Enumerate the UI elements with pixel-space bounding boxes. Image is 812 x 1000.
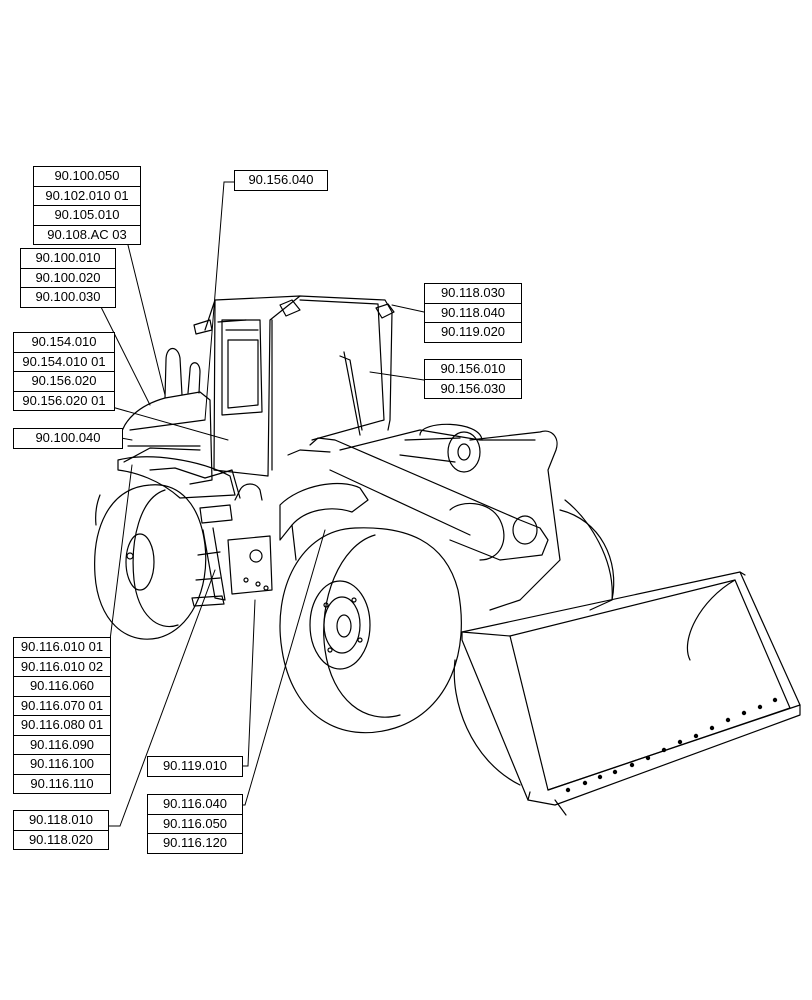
callout-box-steps: 90.118.010 90.118.020 (13, 810, 109, 850)
ref-code[interactable]: 90.100.030 (35, 289, 101, 304)
ref-code[interactable]: 90.156.020 (14, 372, 114, 392)
callout-box-cab-lights: 90.118.030 90.118.040 90.119.020 (424, 283, 522, 343)
bucket (461, 571, 801, 816)
ref-code[interactable]: 90.100.010 (21, 249, 115, 269)
ref-code[interactable]: 90.116.050 (148, 815, 242, 834)
ref-code[interactable]: 90.156.010 (425, 360, 521, 380)
ref-code[interactable]: 90.100.020 (21, 269, 115, 288)
loader-arms (309, 423, 613, 611)
callout-box-cab-glass: 90.156.010 90.156.030 (424, 359, 522, 399)
ref-code[interactable]: 90.116.010 01 (14, 638, 110, 658)
ref-code[interactable]: 90.118.040 (425, 304, 521, 323)
rear-wheel (94, 484, 207, 640)
ref-code[interactable]: 90.156.040 (248, 172, 314, 187)
ref-code[interactable]: 90.116.060 (14, 677, 110, 697)
callout-box-rear-frame: 90.116.010 01 90.116.010 02 90.116.060 9… (13, 637, 111, 794)
ref-code[interactable]: 90.154.010 01 (14, 353, 114, 372)
ref-code[interactable]: 90.154.010 (14, 333, 114, 353)
ref-code[interactable]: 90.105.010 (34, 206, 140, 226)
front-wheel (279, 527, 462, 734)
front-fender (279, 482, 369, 561)
callout-leaders (99, 181, 425, 827)
ref-code[interactable]: 90.116.070 01 (14, 697, 110, 716)
ref-code[interactable]: 90.100.050 (34, 167, 140, 187)
ref-code[interactable]: 90.116.120 (162, 835, 228, 850)
ref-code[interactable]: 90.116.080 01 (14, 716, 110, 736)
ref-code[interactable]: 90.156.030 (440, 380, 506, 396)
ref-code[interactable]: 90.118.030 (425, 284, 521, 304)
ref-code[interactable]: 90.118.010 (14, 811, 108, 831)
callout-box-rear-hood: 90.154.010 90.154.010 01 90.156.020 90.1… (13, 332, 115, 411)
callout-box-front-frame: 90.116.040 90.116.050 90.116.120 (147, 794, 243, 854)
access-steps (191, 483, 273, 607)
cab (193, 295, 395, 477)
ref-code[interactable]: 90.102.010 01 (34, 187, 140, 206)
ref-code[interactable]: 90.116.010 02 (14, 658, 110, 677)
ref-code[interactable]: 90.116.040 (148, 795, 242, 815)
ref-code[interactable]: 90.119.020 (440, 324, 506, 339)
ref-code[interactable]: 90.116.090 (14, 736, 110, 755)
rear-fender (117, 447, 236, 499)
ref-code[interactable]: 90.100.040 (35, 430, 101, 445)
ref-code[interactable]: 90.108.AC 03 (47, 226, 127, 242)
callout-box-side-panel: 90.119.010 (147, 756, 243, 777)
front-wheel-far (453, 509, 615, 786)
callout-box-counterweight: 90.100.040 (13, 428, 123, 449)
ref-code[interactable]: 90.119.010 (162, 758, 228, 773)
callout-box-cab-rear: 90.100.050 90.102.010 01 90.105.010 90.1… (33, 166, 141, 245)
callout-box-engine: 90.100.010 90.100.020 90.100.030 (20, 248, 116, 308)
ref-code[interactable]: 90.156.020 01 (22, 392, 106, 408)
ref-code[interactable]: 90.116.110 (30, 775, 94, 791)
ref-code[interactable]: 90.116.100 (14, 755, 110, 775)
callout-box-cab-top: 90.156.040 (234, 170, 328, 191)
ref-code[interactable]: 90.118.020 (28, 831, 94, 847)
bucket-teeth (565, 697, 778, 793)
